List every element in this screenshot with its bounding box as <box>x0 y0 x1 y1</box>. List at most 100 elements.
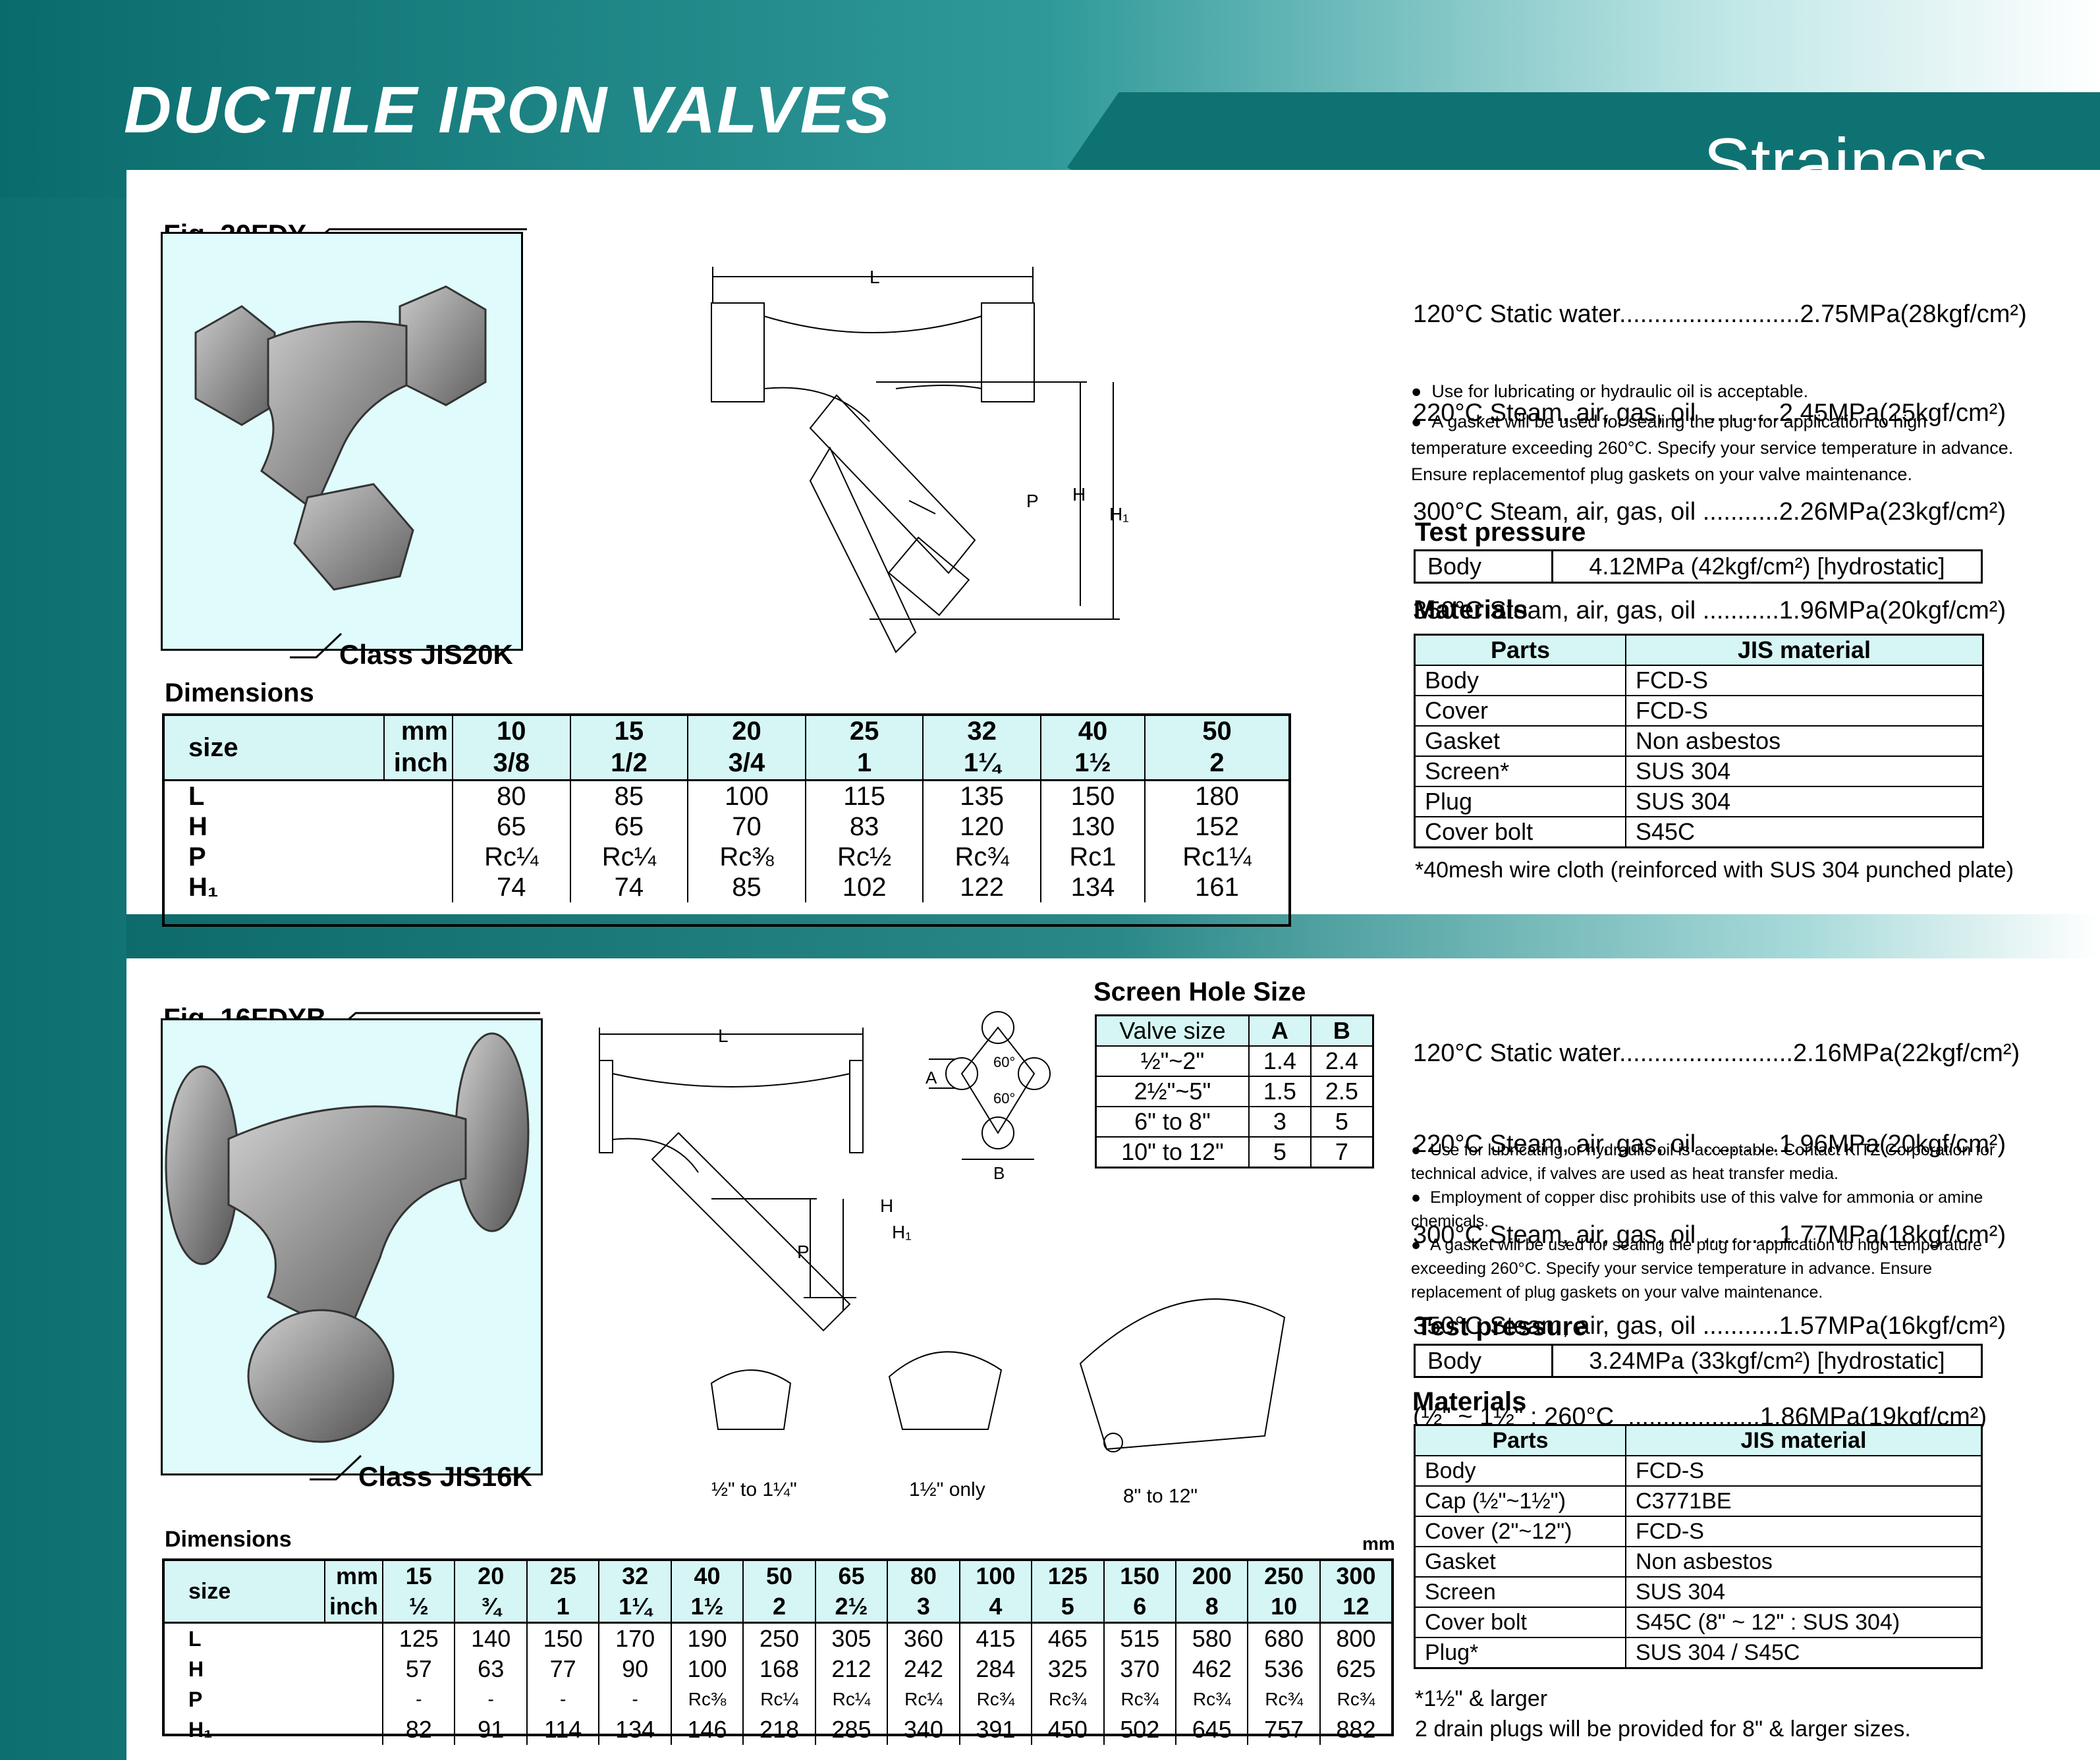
table-cell: Rc⅜ <box>688 842 806 872</box>
row-label: H <box>165 1654 384 1684</box>
product-photo-16fdyb <box>161 1018 543 1475</box>
mm-cell: 15 <box>383 1561 456 1591</box>
material-part: Gasket <box>1414 725 1626 757</box>
angle-label: 60° <box>993 1090 1015 1107</box>
table-cell: 74 <box>570 872 689 902</box>
dim-label-h: H <box>880 1196 893 1216</box>
dimensions-table-bottom: size mm 15 20 25 32 40 50 65 80 100 125 … <box>162 1558 1394 1745</box>
note-item: ● Employment of copper disc prohibits us… <box>1411 1188 1983 1230</box>
inch-cell: 10 <box>1248 1591 1321 1623</box>
mm-cell: 25 <box>526 1561 600 1591</box>
inch-cell: 5 <box>1032 1591 1105 1623</box>
material-value: FCD-S <box>1625 665 1984 696</box>
table-cell: 90 <box>599 1654 672 1684</box>
test-pressure-part: Body <box>1414 549 1553 584</box>
inch-cell: 3 <box>887 1591 960 1623</box>
table-cell: 391 <box>959 1715 1033 1745</box>
dim-label-h: H <box>1072 484 1086 505</box>
mm-cell: 20 <box>455 1561 528 1591</box>
section-divider <box>126 914 2100 958</box>
table-cell: Rc¼ <box>453 842 571 872</box>
material-value: SUS 304 <box>1625 756 1984 787</box>
table-cell: 152 <box>1195 811 1239 841</box>
bullet-icon: ● <box>1411 1236 1430 1254</box>
row-label: P <box>165 1684 384 1715</box>
test-pressure-table-top: Body 4.12MPa (42kgf/cm²) [hydrostatic] <box>1414 549 1983 584</box>
table-cell: 63 <box>455 1654 528 1684</box>
table-cell: 757 <box>1248 1715 1321 1745</box>
dimensions-table-top: size mm 10 15 20 25 32 40 50 inch 3/8 1/… <box>162 713 1291 927</box>
size-label: size <box>165 1561 325 1624</box>
notes-bottom: ● Use for lubricating or hydraulic oil i… <box>1411 1138 2017 1304</box>
pressure-rating: 220°C Steam, air, gas, oil ...........2.… <box>1413 399 2006 427</box>
material-value: S45C (8" ~ 12" : SUS 304) <box>1625 1607 1983 1638</box>
table-cell: Rc¼ <box>887 1684 960 1715</box>
notes-top: ● Use for lubricating or hydraulic oil i… <box>1411 378 2017 487</box>
table-cell: 85 <box>688 872 806 902</box>
table-cell: 180 <box>1195 781 1239 811</box>
row-label: L <box>165 1622 384 1654</box>
table-cell: 462 <box>1176 1654 1249 1684</box>
table-cell: 161 <box>1195 872 1239 902</box>
materials-heading-top: Materials <box>1414 595 1528 624</box>
screen-hole-heading: Screen Hole Size <box>1093 977 1306 1006</box>
material-part: Body <box>1414 665 1626 696</box>
size-label: size <box>165 716 385 781</box>
note-item: ● Use for lubricating or hydraulic oil i… <box>1411 1141 1995 1183</box>
class-label-line <box>290 632 343 659</box>
mm-cell: 50 <box>743 1561 816 1591</box>
table-cell: 130 <box>1040 811 1146 842</box>
mm-cell: 65 <box>815 1561 889 1591</box>
table-row: H₁ 74 74 85 102 122 134 161 <box>165 872 1288 902</box>
test-pressure-table-bottom: Body 3.24MPa (33kgf/cm²) [hydrostatic] <box>1414 1344 1983 1378</box>
inch-cell: 1¼ <box>923 747 1041 781</box>
material-value: SUS 304 / S45C <box>1625 1637 1983 1669</box>
mm-cell: 10 <box>453 716 571 748</box>
inch-cell: 12 <box>1319 1591 1391 1623</box>
bullet-icon: ● <box>1411 1188 1430 1207</box>
material-part: Cover <box>1414 695 1626 727</box>
class-label-jis20k: Class JIS20K <box>339 639 513 670</box>
note-item: ● A gasket will be used for sealing the … <box>1411 412 2014 484</box>
strainer-drawing-20fdy: L H H₁ P <box>711 267 1129 653</box>
table-row: H 65 65 70 83 120 130 152 <box>165 811 1288 842</box>
material-part: Cover bolt <box>1414 1607 1626 1638</box>
material-part: Gasket <box>1414 1546 1626 1578</box>
inch-cell: 4 <box>959 1591 1033 1623</box>
dimensions-heading-top: Dimensions <box>165 678 314 707</box>
table-row: Cap (½"~1½")C3771BE <box>1414 1485 1983 1517</box>
screen-header: Valve size <box>1095 1014 1250 1047</box>
table-cell: Rc¾ <box>1103 1684 1177 1715</box>
row-label: P <box>165 842 453 872</box>
table-cell: 250 <box>743 1622 816 1654</box>
dim-label-h1: H₁ <box>892 1222 912 1242</box>
inch-cell: 1 <box>526 1591 600 1623</box>
table-cell: 100 <box>688 780 806 811</box>
inch-label: inch <box>384 747 453 781</box>
table-cell: 465 <box>1032 1622 1105 1654</box>
strainer-drawing-16fdyb: L H H₁ P <box>599 1026 912 1332</box>
variant-sketch-mid <box>888 1351 1003 1430</box>
table-cell: 120 <box>923 811 1041 842</box>
screen-header: B <box>1310 1014 1374 1047</box>
materials-footnote-bottom-1: *1½" & larger <box>1415 1686 1548 1711</box>
table-cell: 212 <box>815 1654 889 1684</box>
table-cell: 85 <box>570 780 689 811</box>
inch-cell: 1½ <box>1040 747 1146 781</box>
material-part: Cover (2"~12") <box>1414 1516 1626 1547</box>
valve-photo-icon <box>165 1032 530 1443</box>
table-cell: 74 <box>453 872 571 902</box>
table-cell: 580 <box>1176 1622 1249 1654</box>
table-cell: 91 <box>455 1715 528 1745</box>
row-label: H₁ <box>165 1715 384 1745</box>
table-cell: 146 <box>671 1715 744 1745</box>
mm-cell: 40 <box>1040 716 1146 748</box>
test-pressure-value: 4.12MPa (42kgf/cm²) [hydrostatic] <box>1551 549 1983 584</box>
table-cell: 415 <box>959 1622 1033 1654</box>
variant-sketch-small <box>710 1369 792 1430</box>
